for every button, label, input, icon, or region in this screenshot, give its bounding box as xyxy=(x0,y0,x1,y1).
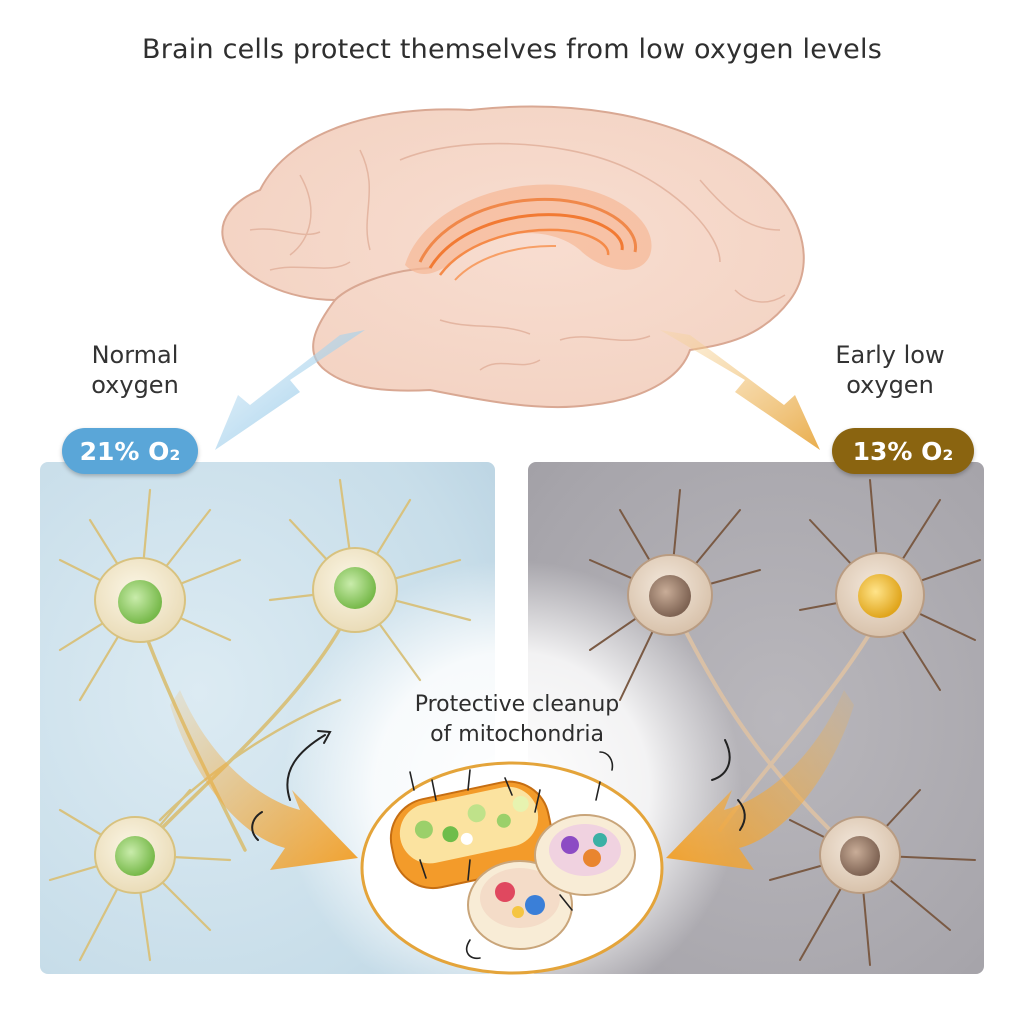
nucleus xyxy=(649,575,691,617)
nucleus xyxy=(858,574,902,618)
protective-cleanup-line1: Protective cleanup xyxy=(414,692,620,717)
nucleus xyxy=(840,836,880,876)
flow-arrow-left xyxy=(215,330,365,450)
normal-oxygen-label-line2: oxygen xyxy=(91,371,179,399)
low-oxygen-label: Early low oxygen xyxy=(810,340,970,400)
flow-arrow-left-to-center xyxy=(170,690,358,870)
curly-arrows xyxy=(251,730,746,841)
neuron-illustration-right xyxy=(589,479,981,966)
low-oxygen-label-line2: oxygen xyxy=(846,371,934,399)
brain-illustration xyxy=(221,105,805,409)
low-oxygen-badge: 13% O₂ xyxy=(832,428,974,474)
flow-arrow-right-to-center xyxy=(666,690,854,870)
normal-oxygen-label-line1: Normal xyxy=(91,341,179,369)
nucleus xyxy=(118,580,162,624)
low-oxygen-label-line1: Early low xyxy=(835,341,945,369)
flow-arrow-right xyxy=(660,330,820,450)
normal-oxygen-label: Normal oxygen xyxy=(60,340,210,400)
nucleus xyxy=(334,567,376,609)
protective-cleanup-line2: of mitochondria xyxy=(430,722,604,747)
mitochondria-illustration xyxy=(360,751,664,975)
diagram-title: Brain cells protect themselves from low … xyxy=(142,34,882,65)
nucleus xyxy=(115,836,155,876)
protective-cleanup-label: Protective cleanup of mitochondria xyxy=(372,690,662,750)
normal-oxygen-badge: 21% O₂ xyxy=(62,428,198,474)
